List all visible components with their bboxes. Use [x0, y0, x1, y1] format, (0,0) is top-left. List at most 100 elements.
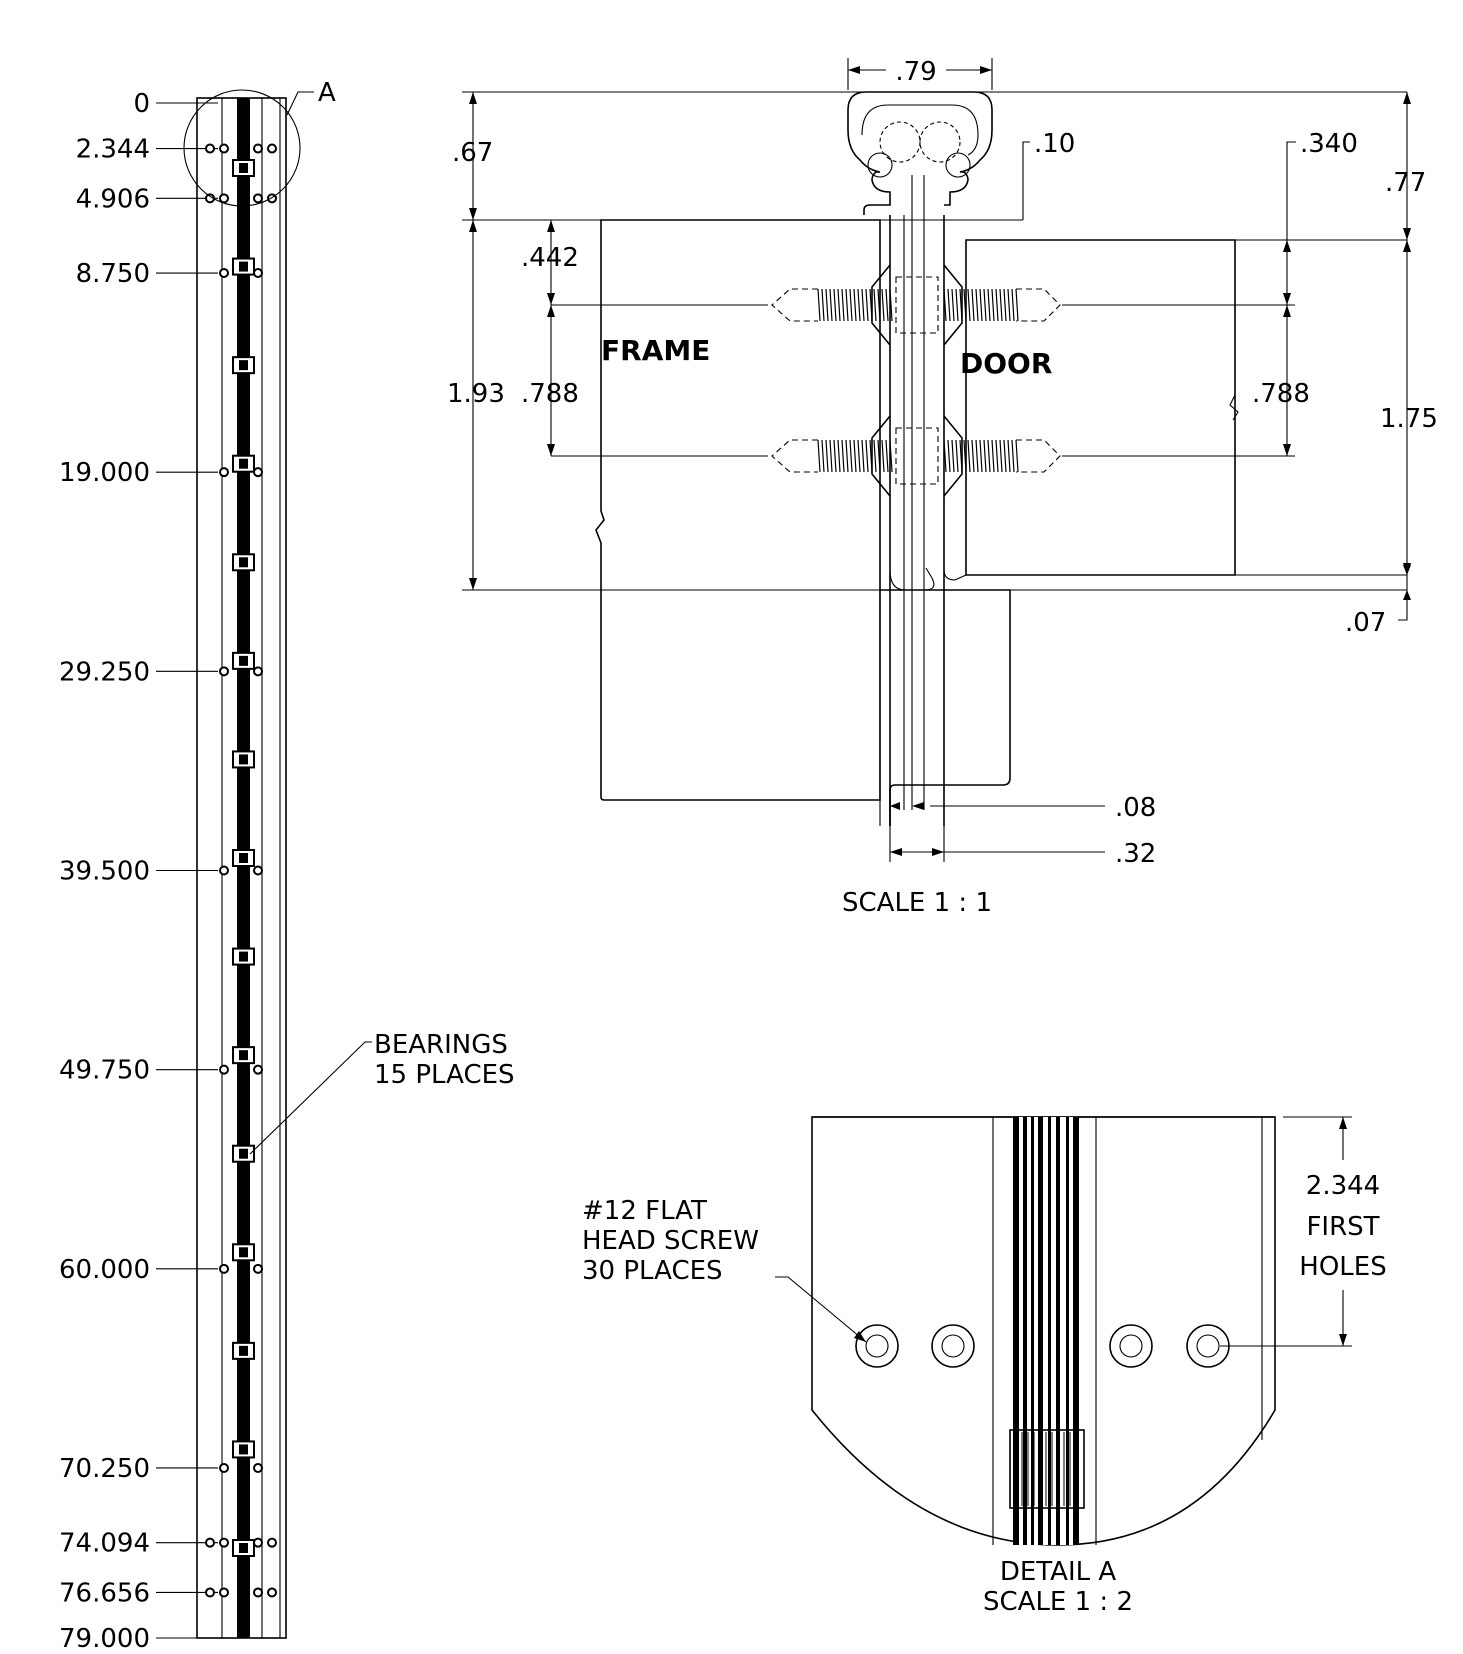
- dim-leaf-thickness-value: .32: [1115, 839, 1156, 869]
- rail-screw-hole-icon: [219, 268, 229, 279]
- first-holes-line2: FIRST: [1306, 1212, 1379, 1242]
- dim-bottom-gap: .07: [1345, 565, 1411, 638]
- dim-frame-height: 1.93: [447, 220, 505, 590]
- rail-screw-hole-icon: [219, 1462, 229, 1473]
- station-label-2: 4.906: [76, 184, 150, 214]
- section-view: FRAME DOOR .79 .67 .10 .340: [447, 57, 1438, 918]
- section-scale-label: SCALE 1 : 1: [842, 888, 992, 918]
- dim-door-height: 1.75: [1380, 240, 1438, 575]
- first-holes-line1: 2.344: [1306, 1171, 1380, 1201]
- detail-title-line2: SCALE 1 : 2: [983, 1587, 1133, 1617]
- rail-view: 02.3444.9068.75019.00029.25039.50049.750…: [59, 78, 515, 1654]
- station-label-9: 70.250: [59, 1454, 150, 1484]
- rail-screw-hole-icon: [267, 1587, 277, 1598]
- detail-screw-icon: [931, 1324, 975, 1368]
- rail-screw-hole-icon: [219, 1587, 229, 1598]
- gear-right: [919, 121, 961, 163]
- dim-leaf-thickness: .32: [889, 826, 1156, 869]
- door-label: DOOR: [960, 347, 1052, 380]
- rail-screw-hole-icon: [219, 865, 229, 876]
- screw-head-left: [871, 264, 891, 346]
- door-break-mark: [1229, 394, 1239, 421]
- station-label-8: 60.000: [59, 1255, 150, 1285]
- screw-bearing-hidden: [895, 276, 939, 334]
- rail-screw-hole-icon: [253, 268, 263, 279]
- detail-title-line1: DETAIL A: [1000, 1557, 1117, 1587]
- dim-offset-door-value: .340: [1300, 129, 1358, 159]
- screw-head-left: [871, 415, 891, 497]
- station-label-3: 8.750: [76, 259, 150, 289]
- dim-screw-pitch-right: .788: [1252, 305, 1310, 456]
- dim-width-top-value: .79: [895, 57, 936, 87]
- dim-door-height-value: 1.75: [1380, 404, 1438, 434]
- screw-tip-right: [1016, 439, 1061, 473]
- gear-right-pin: [945, 152, 971, 178]
- detail-callout-letter: A: [318, 78, 336, 108]
- gear-cap-outline: [847, 91, 993, 215]
- screw-tip-left: [771, 288, 818, 322]
- dim-screw-pitch-left-value: .788: [521, 379, 579, 409]
- screw-tip-right: [1016, 288, 1061, 322]
- dim-frame-height-value: 1.93: [447, 379, 505, 409]
- station-label-10: 74.094: [59, 1529, 150, 1559]
- rail-screw-hole-icon: [219, 1263, 229, 1274]
- rail-screw-hole-icon: [253, 1263, 263, 1274]
- bearings-note-line2: 15 PLACES: [374, 1060, 515, 1090]
- rail-screw-hole-icon: [253, 467, 263, 478]
- detail-screw-icon: [855, 1324, 899, 1368]
- dim-head-height-value: .67: [452, 138, 493, 168]
- detail-knuckle: [1013, 1117, 1079, 1545]
- dim-head-height: .67: [452, 92, 493, 220]
- door-leaf-outline: [965, 239, 1236, 576]
- rail-screw-hole-icon: [205, 1537, 215, 1548]
- station-label-6: 39.500: [59, 857, 150, 887]
- screw-bearing-hidden: [895, 427, 939, 485]
- dim-total-right: .77: [1385, 92, 1426, 240]
- dim-width-top: .79: [847, 57, 993, 90]
- rail-screw-hole-icon: [205, 193, 215, 204]
- screw-note-line1: #12 FLAT: [582, 1196, 707, 1226]
- rail-screw-hole-icon: [219, 193, 229, 204]
- screw-head-right: [943, 415, 963, 497]
- dim-total-right-value: .77: [1385, 168, 1426, 198]
- gear-left: [879, 121, 921, 163]
- rail-screw-hole-icon: [205, 1587, 215, 1598]
- screw-head-right: [943, 264, 963, 346]
- gear-cap-inner: [861, 104, 979, 156]
- detail-callout-leader: [286, 91, 314, 116]
- station-label-11: 76.656: [59, 1578, 150, 1608]
- rail-screw-hole-icon: [219, 467, 229, 478]
- rail-screw-hole-icon: [253, 1462, 263, 1473]
- rail-screw-hole-icon: [253, 1064, 263, 1075]
- rail-screw-hole-icon: [219, 1537, 229, 1548]
- bearings-note-line1: BEARINGS: [374, 1030, 508, 1060]
- dim-first-screw-value: .442: [521, 243, 579, 273]
- rail-screw-hole-icon: [219, 143, 229, 154]
- detail-view: #12 FLAT HEAD SCREW 30 PLACES 2.344 FIRS…: [582, 1116, 1387, 1617]
- dim-gap-value: .10: [1034, 129, 1075, 159]
- rail-screw-hole-icon: [219, 666, 229, 677]
- station-label-0: 0: [133, 89, 150, 119]
- screw-note-line2: HEAD SCREW: [582, 1226, 759, 1256]
- rail-screw-hole-icon: [267, 1537, 277, 1548]
- gear-left-pin: [867, 152, 893, 178]
- rail-screw-hole-icon: [219, 1064, 229, 1075]
- dim-knuckle-gap-value: .08: [1115, 793, 1156, 823]
- dim-knuckle-gap: .08: [890, 793, 1156, 823]
- rail-screw-hole-icon: [253, 193, 263, 204]
- screw-tip-left: [771, 439, 818, 473]
- rail-screw-hole-icon: [253, 143, 263, 154]
- dim-first-screw: .442: [521, 220, 579, 305]
- first-holes-line3: HOLES: [1299, 1252, 1386, 1282]
- frame-leaf-tail: [880, 589, 1011, 826]
- dim-screw-pitch-left: .788: [521, 305, 579, 456]
- rail-screw-hole-icon: [253, 1587, 263, 1598]
- rail-stations: 02.3444.9068.75019.00029.25039.50049.750…: [59, 89, 218, 1654]
- rail-screw-holes: [205, 143, 277, 1598]
- station-label-7: 49.750: [59, 1056, 150, 1086]
- rail-screw-hole-icon: [253, 865, 263, 876]
- dim-gap: .10: [1022, 129, 1075, 220]
- section-screws: [551, 264, 1295, 497]
- rail-screw-hole-icon: [267, 143, 277, 154]
